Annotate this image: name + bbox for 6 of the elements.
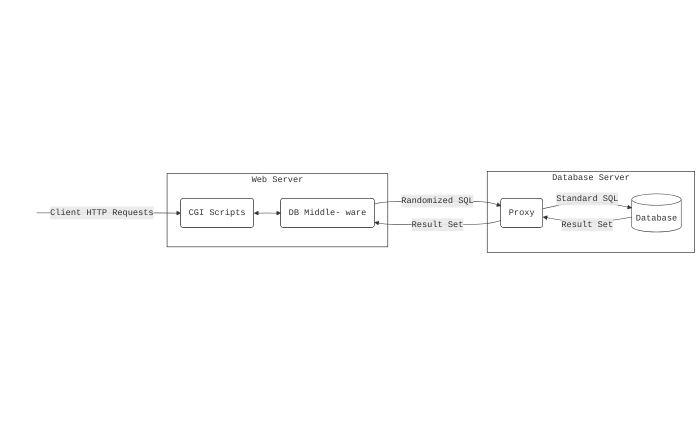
edge-label: Randomized SQL	[401, 196, 474, 206]
edge-label: Result Set	[561, 220, 614, 230]
edge-label: Client HTTP Requests	[50, 208, 154, 218]
edge-label: Result Set	[412, 220, 464, 230]
arrow	[254, 210, 282, 216]
edge-label: Standard SQL	[556, 194, 618, 204]
